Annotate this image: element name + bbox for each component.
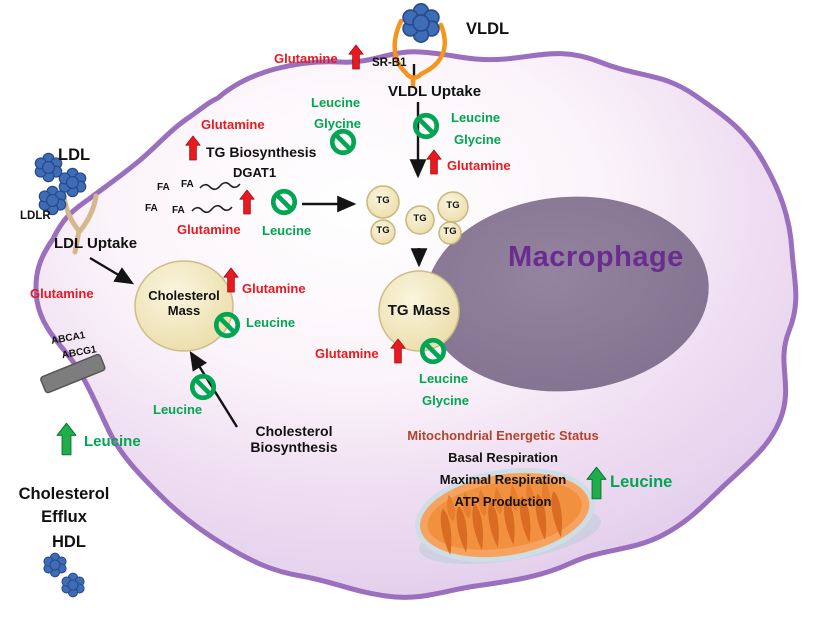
fa-label: FA xyxy=(145,203,158,214)
tg-mass-label: TG Mass xyxy=(387,302,451,319)
tg-droplets xyxy=(366,185,469,245)
leucine-label: Leucine xyxy=(246,315,296,330)
glutamine-label: Glutamine xyxy=(242,281,306,296)
mitochondria-icon xyxy=(415,467,601,565)
fatty-acid-chains-icon xyxy=(191,181,241,214)
glutamine-label: Glutamine xyxy=(177,222,241,237)
glycine-label: Glycine xyxy=(454,132,501,147)
vldl-uptake-label: VLDL Uptake xyxy=(388,83,482,100)
cholesterol-efflux-line1: Cholesterol xyxy=(18,485,110,503)
leucine-label: Leucine xyxy=(153,402,203,417)
glutamine-label: Glutamine xyxy=(447,158,511,173)
cholesterol-mass-circle xyxy=(134,260,234,352)
glycine-label: Glycine xyxy=(314,116,361,131)
leucine-label: Leucine xyxy=(419,371,469,386)
mitochondria-title: Mitochondrial Energetic Status xyxy=(407,428,599,443)
tg-label: TG xyxy=(413,213,427,224)
leucine-label: Leucine xyxy=(610,473,673,491)
glutamine-label: Glutamine xyxy=(201,117,265,132)
tg-label: TG xyxy=(376,195,390,206)
ldl-uptake-label: LDL Uptake xyxy=(54,235,138,252)
fa-label: FA xyxy=(172,205,185,216)
atp-production-label: ATP Production xyxy=(454,494,552,509)
cholesterol-mass-line2: Mass xyxy=(167,302,201,318)
glutamine-label: Glutamine xyxy=(315,346,379,361)
dgat1-label: DGAT1 xyxy=(233,165,277,180)
maximal-respiration-label: Maximal Respiration xyxy=(439,472,567,487)
tg-droplet xyxy=(438,221,462,245)
tg-label: TG xyxy=(443,226,457,237)
leucine-label: Leucine xyxy=(451,110,501,125)
vldl-label: VLDL xyxy=(466,20,510,38)
cholesterol-efflux-line2: Efflux xyxy=(41,508,87,526)
ldlr-label: LDLR xyxy=(20,210,51,222)
tg-biosynthesis-label: TG Biosynthesis xyxy=(206,144,317,160)
tg-mass-circle xyxy=(378,270,460,352)
cholesterol-mass-label: Cholesterol Mass xyxy=(136,288,232,318)
glutamine-label: Glutamine xyxy=(274,51,338,66)
leucine-label: Leucine xyxy=(262,223,312,238)
glutamine-label: Glutamine xyxy=(30,286,94,301)
fa-label: FA xyxy=(157,182,170,193)
arrow-ldl-to-cholmass xyxy=(89,256,135,285)
basal-respiration-label: Basal Respiration xyxy=(448,450,558,465)
macrophage-title: Macrophage xyxy=(508,241,684,273)
cholesterol-biosynthesis-label: Cholesterol Biosynthesis xyxy=(234,423,354,455)
hdl-particle-icon xyxy=(61,572,85,598)
abc-transporter-icon xyxy=(40,353,106,394)
fa-label: FA xyxy=(181,179,194,190)
cholesterol-mass-line1: Cholesterol xyxy=(148,288,220,303)
leucine-label: Leucine xyxy=(311,95,361,110)
tg-droplet xyxy=(370,219,396,245)
tg-droplet xyxy=(405,205,435,235)
vldl-particle-icon xyxy=(402,3,440,43)
cholesterol-efflux-label: Cholesterol Efflux xyxy=(5,483,123,529)
ldl-label: LDL xyxy=(58,146,91,164)
cholesterol-biosynthesis-line2: Biosynthesis xyxy=(250,438,338,455)
srb1-label: SR-B1 xyxy=(372,57,407,69)
srb1-receptor-icon xyxy=(392,18,447,89)
tg-label: TG xyxy=(446,200,460,211)
cholesterol-biosynthesis-line1: Cholesterol xyxy=(255,423,333,439)
tg-label: TG xyxy=(376,225,390,236)
nucleus xyxy=(425,196,709,392)
glycine-label: Glycine xyxy=(422,393,469,408)
hdl-particle-icon xyxy=(43,552,67,578)
tg-droplet xyxy=(366,185,400,219)
hdl-label: HDL xyxy=(52,533,86,551)
increase-arrow-green-icon xyxy=(56,422,77,456)
leucine-label: Leucine xyxy=(84,433,141,450)
